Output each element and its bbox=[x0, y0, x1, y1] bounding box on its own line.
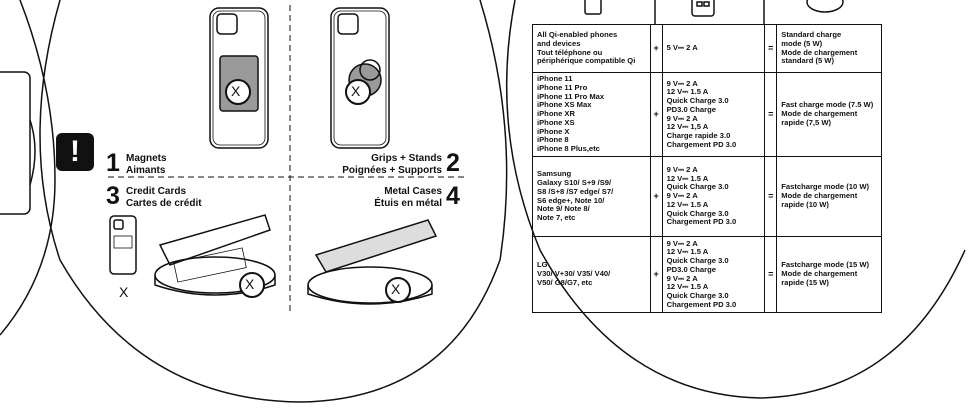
no-sign-mark: X bbox=[351, 83, 361, 99]
wireless-pad-icon bbox=[806, 0, 844, 13]
left-phone-edge bbox=[0, 71, 31, 215]
middle-circle-outline bbox=[39, 0, 508, 403]
table-row: LG V30/ V+30/ V35/ V40/ V50/ G8/G7, etc … bbox=[532, 236, 882, 313]
no-sign-mark: X bbox=[231, 83, 241, 99]
no-sign-mark: X bbox=[391, 281, 401, 297]
item-2-label-fr: Poignées + Supports bbox=[342, 165, 442, 176]
no-sign-icon bbox=[385, 277, 411, 303]
plus-sign: + bbox=[649, 72, 663, 157]
equals-sign: = bbox=[764, 24, 778, 73]
phone-icon bbox=[584, 0, 602, 15]
no-sign-icon bbox=[239, 272, 265, 298]
phone-grip bbox=[330, 7, 390, 149]
plus-sign: + bbox=[649, 24, 663, 73]
item-4-number: 4 bbox=[446, 182, 460, 210]
devices-cell: iPhone 11 iPhone 11 Pro iPhone 11 Pro Ma… bbox=[532, 72, 651, 157]
no-sign-mark: X bbox=[245, 276, 255, 292]
devices-cell: Samsung Galaxy S10/ S+9 /S9/ S8 /S+8 /S7… bbox=[532, 156, 651, 237]
devices-cell: All Qi-enabled phones and devices Tout t… bbox=[532, 24, 651, 73]
table-row: Samsung Galaxy S10/ S+9 /S9/ S8 /S+8 /S7… bbox=[532, 156, 882, 237]
phone-magnet bbox=[209, 7, 269, 149]
equals-sign: = bbox=[764, 236, 778, 313]
input-cell: 9 V⎓ 2 A 12 V⎓ 1.5 A Quick Charge 3.0 PD… bbox=[661, 72, 766, 157]
left-circle-outline bbox=[0, 0, 56, 336]
card-x-mark: X bbox=[119, 284, 129, 300]
devices-cell: LG V30/ V+30/ V35/ V40/ V50/ G8/G7, etc bbox=[532, 236, 651, 313]
no-sign-icon bbox=[345, 79, 371, 105]
mode-cell: Fast charge mode (7.5 W) Mode de chargem… bbox=[776, 72, 882, 157]
plus-sign: + bbox=[649, 236, 663, 313]
compatibility-table: All Qi-enabled phones and devices Tout t… bbox=[532, 24, 882, 313]
input-cell: 9 V⎓ 2 A 12 V⎓ 1.5 A Quick Charge 3.0 PD… bbox=[661, 236, 766, 313]
item-2-number: 2 bbox=[446, 149, 460, 177]
item-1-label-en: Magnets bbox=[126, 153, 167, 164]
equals-sign: = bbox=[764, 156, 778, 237]
charger-icon bbox=[691, 0, 715, 17]
item-4-label-en: Metal Cases bbox=[384, 186, 442, 197]
item-3-label-fr: Cartes de crédit bbox=[126, 198, 202, 209]
mode-cell: Fastcharge mode (15 W) Mode de chargemen… bbox=[776, 236, 882, 313]
input-cell: 9 V⎓ 2 A 12 V⎓ 1.5 A Quick Charge 3.0 9 … bbox=[661, 156, 766, 237]
phone-card bbox=[109, 215, 137, 275]
right-circle-outline bbox=[505, 0, 966, 399]
table-row: All Qi-enabled phones and devices Tout t… bbox=[532, 24, 882, 73]
mode-cell: Standard charge mode (5 W) Mode de charg… bbox=[776, 24, 882, 73]
input-cell: 5 V⎓ 2 A bbox=[661, 24, 766, 73]
no-sign-icon bbox=[225, 79, 251, 105]
item-4-label-fr: Étuis en métal bbox=[374, 198, 442, 209]
equals-sign: = bbox=[764, 72, 778, 157]
exclamation-icon: ! bbox=[56, 133, 94, 171]
plus-sign: + bbox=[649, 156, 663, 237]
item-1-number: 1 bbox=[106, 149, 120, 177]
left-pad-edge bbox=[29, 119, 36, 186]
mode-cell: Fastcharge mode (10 W) Mode de chargemen… bbox=[776, 156, 882, 237]
item-2-label-en: Grips + Stands bbox=[371, 153, 442, 164]
item-1-label-fr: Aimants bbox=[126, 165, 166, 176]
item-3-label-en: Credit Cards bbox=[126, 186, 187, 197]
item-3-number: 3 bbox=[106, 182, 120, 210]
table-row: iPhone 11 iPhone 11 Pro iPhone 11 Pro Ma… bbox=[532, 72, 882, 157]
